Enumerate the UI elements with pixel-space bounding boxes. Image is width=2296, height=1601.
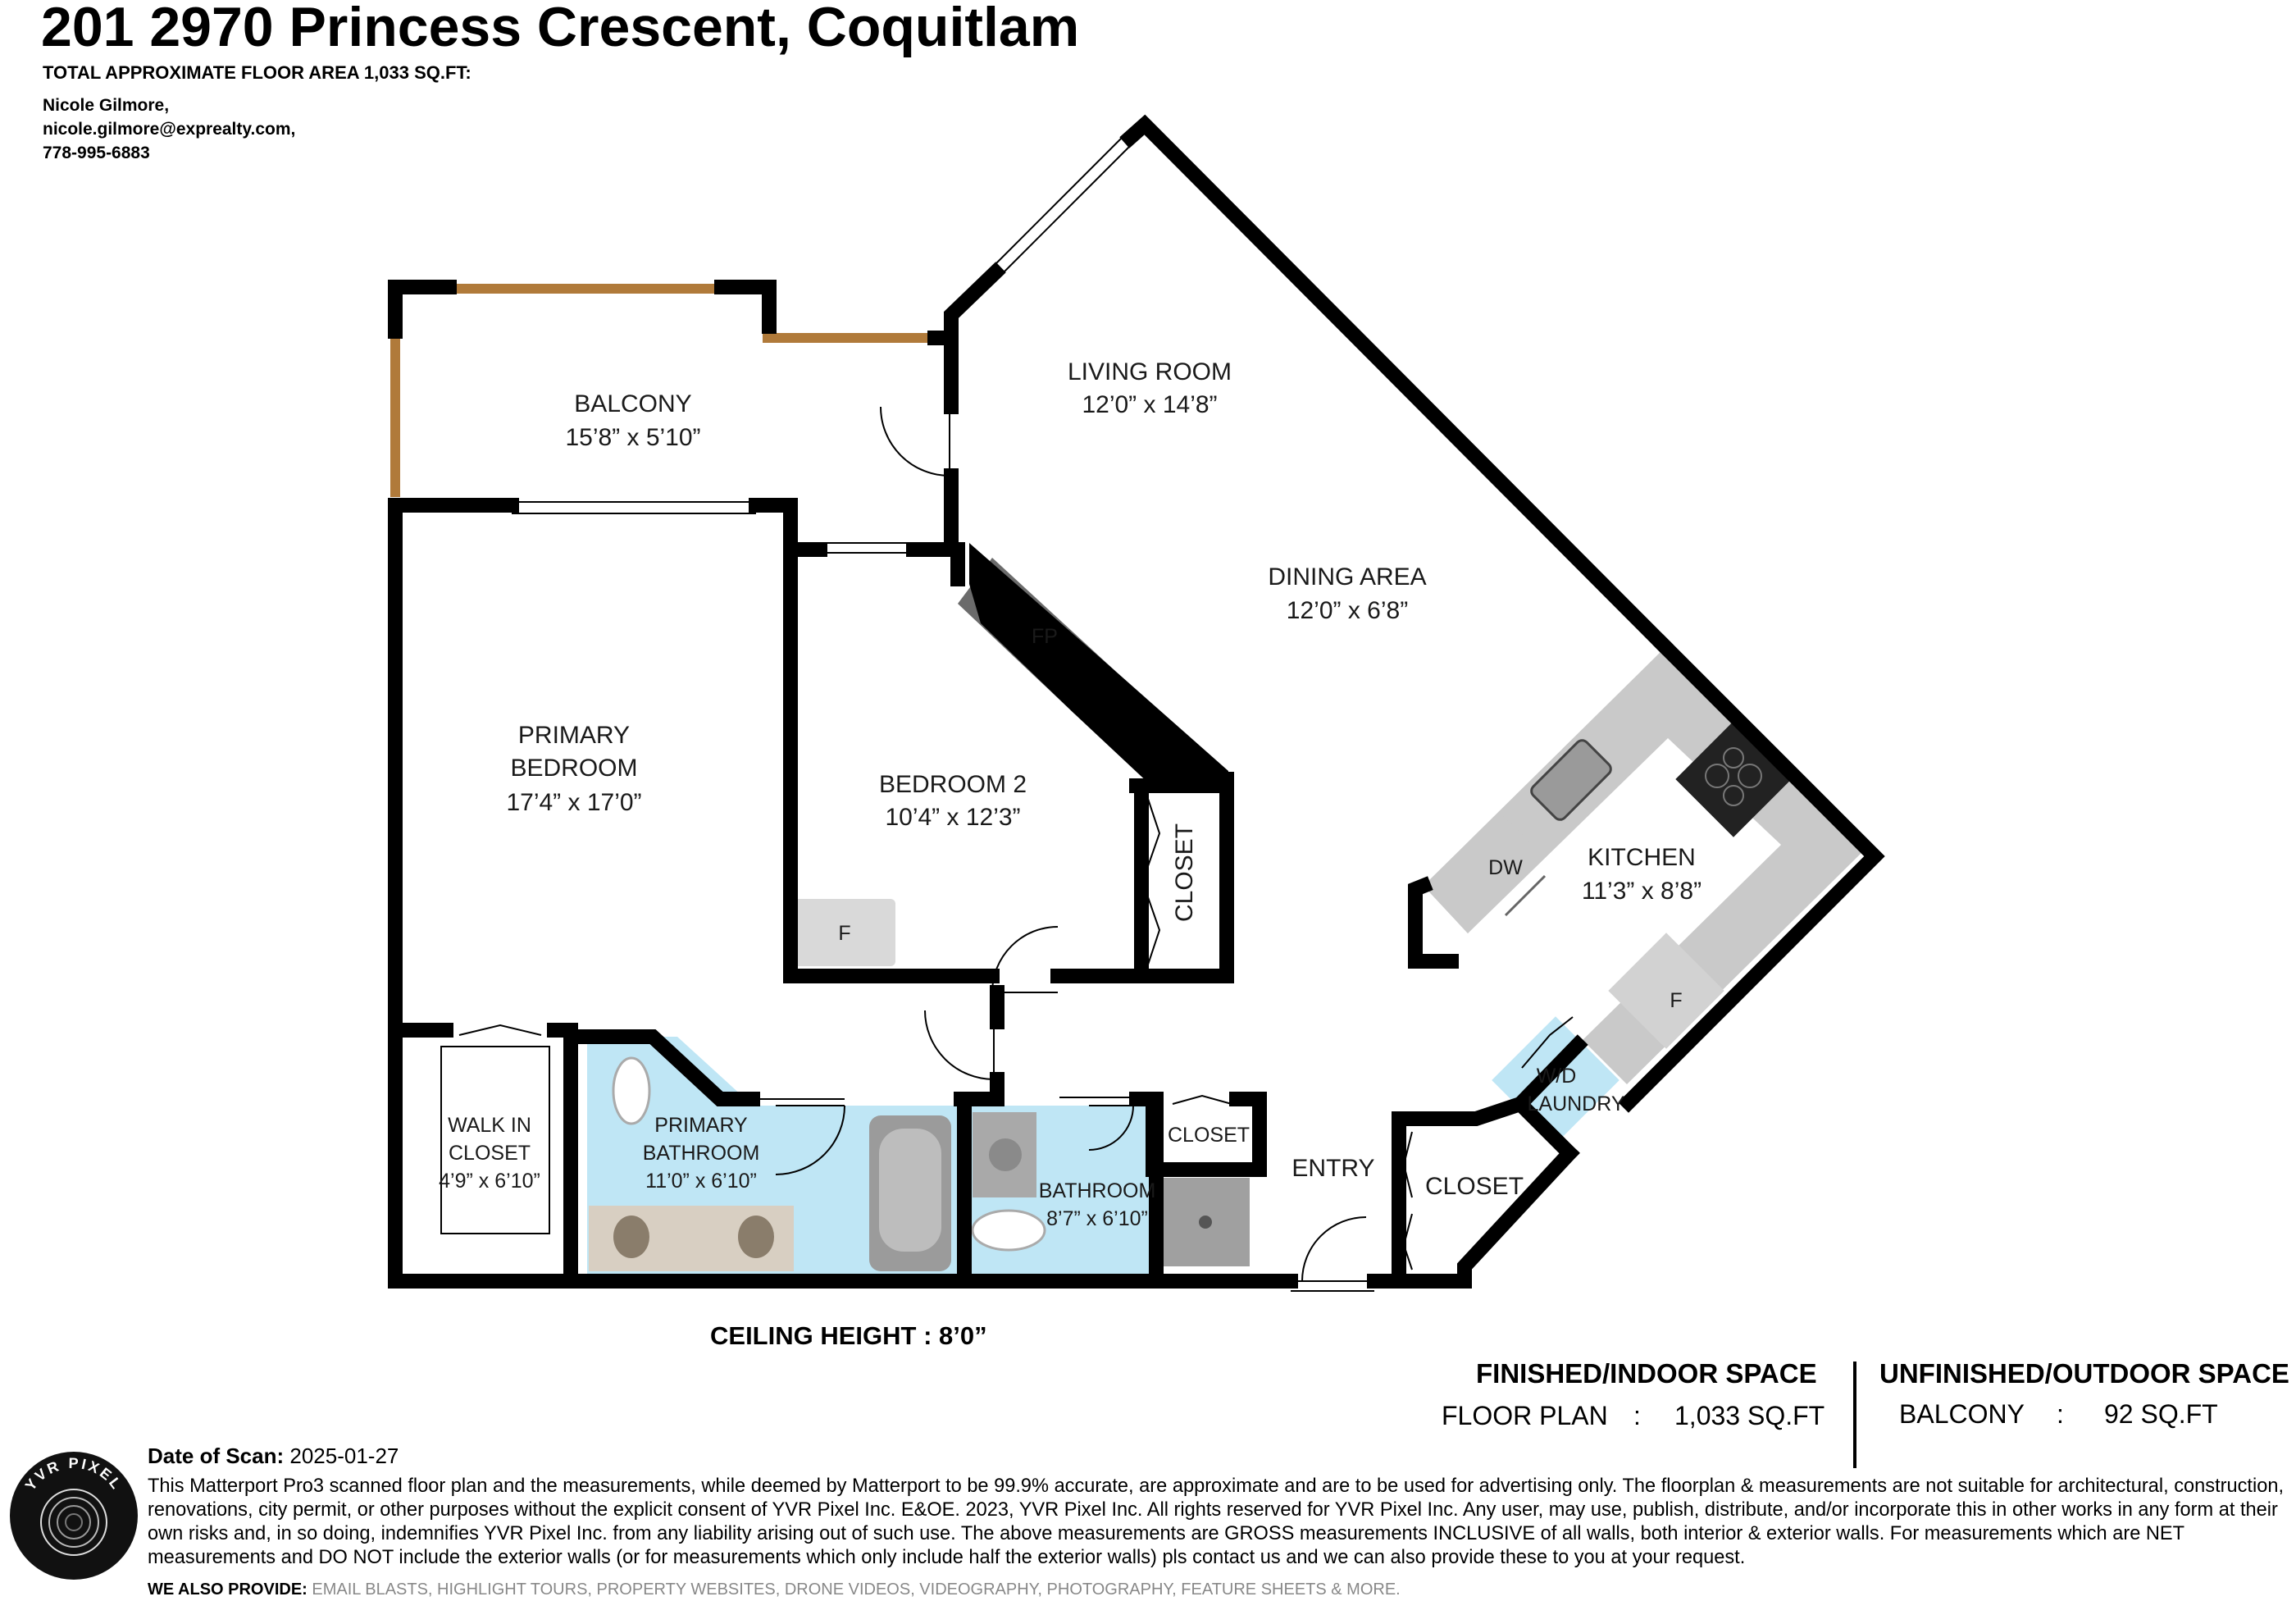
- unfinished-balcony-label: BALCONY: [1899, 1399, 2025, 1429]
- bifold-doors: [458, 798, 1574, 1270]
- primary-bedroom-label: PRIMARY: [518, 722, 630, 749]
- primary-bathroom-dims: 11’0” x 6’10”: [645, 1170, 757, 1193]
- finished-space-heading: FINISHED/INDOOR SPACE: [1476, 1358, 1817, 1389]
- sink-icon: [1530, 739, 1612, 821]
- fireplace-label: FP: [1032, 625, 1058, 648]
- bath-closet-label: CLOSET: [1168, 1124, 1250, 1147]
- services-line: WE ALSO PROVIDE: EMAIL BLASTS, HIGHLIGHT…: [148, 1580, 1401, 1599]
- walk-in-closet-label: WALK IN: [448, 1114, 531, 1137]
- burner-icon: [1723, 785, 1744, 806]
- agent-email[interactable]: nicole.gilmore@exprealty.com,: [43, 120, 296, 139]
- walk-in-closet-label-2: CLOSET: [449, 1142, 531, 1165]
- kitchen-fridge-label: F: [1670, 989, 1682, 1012]
- burner-icon: [1723, 747, 1744, 769]
- bedroom2-fridge-label: F: [838, 922, 850, 945]
- bedroom2-fridge: [792, 899, 895, 966]
- unfinished-space-heading: UNFINISHED/OUTDOOR SPACE: [1879, 1358, 2289, 1389]
- finished-floor-plan-value: 1,033 SQ.FT: [1674, 1401, 1825, 1430]
- door-swings: [775, 406, 1367, 1282]
- services-value: EMAIL BLASTS, HIGHLIGHT TOURS, PROPERTY …: [312, 1580, 1401, 1599]
- dining-area-label: DINING AREA: [1268, 563, 1426, 591]
- living-room-label: LIVING ROOM: [1068, 358, 1232, 385]
- kitchen-counter-sink: [1424, 812, 1542, 933]
- shower-drain-icon: [1199, 1216, 1212, 1229]
- chimney-wall: [969, 543, 1228, 786]
- agent-phone[interactable]: 778-995-6883: [43, 144, 150, 162]
- sink-icon: [989, 1138, 1022, 1171]
- primary-bedroom-label-2: BEDROOM: [510, 755, 637, 782]
- laundry-label-2: LAUNDRY: [1527, 1092, 1624, 1115]
- agent-name: Nicole Gilmore,: [43, 96, 170, 115]
- primary-bathroom-label-2: BATHROOM: [643, 1142, 760, 1165]
- entry-closet-label: CLOSET: [1425, 1173, 1524, 1200]
- balcony-railing: [390, 284, 935, 497]
- sink-icon: [613, 1216, 649, 1258]
- living-room-dims: 12’0” x 14’8”: [1082, 391, 1217, 418]
- disclaimer: This Matterport Pro3 scanned floor plan …: [148, 1476, 2285, 1568]
- burner-icon: [1705, 764, 1729, 788]
- bedroom2-closet-label: CLOSET: [1171, 823, 1198, 922]
- page-title: 201 2970 Princess Crescent, Coquitlam: [41, 0, 1080, 58]
- toilet-icon: [971, 1209, 1046, 1252]
- dishwasher-label: DW: [1488, 856, 1523, 879]
- walls: [388, 114, 1885, 1289]
- bathtub-basin: [879, 1129, 941, 1252]
- yvr-pixel-logo: YVR PIXEL: [10, 1452, 138, 1580]
- laundry-label: W/D: [1537, 1065, 1577, 1088]
- dishwasher-handle: [1504, 874, 1547, 917]
- primary-bedroom-dims: 17’4” x 17’0”: [506, 789, 641, 816]
- sink-icon: [738, 1216, 774, 1258]
- finished-floor-plan-label: FLOOR PLAN: [1442, 1401, 1608, 1430]
- ceiling-height: CEILING HEIGHT : 8’0”: [710, 1321, 987, 1350]
- dining-area-dims: 12’0” x 6’8”: [1287, 597, 1408, 624]
- scan-date-label: Date of Scan:: [148, 1444, 285, 1468]
- kitchen-label: KITCHEN: [1588, 844, 1696, 871]
- unfinished-balcony-value: 92 SQ.FT: [2104, 1399, 2218, 1429]
- scan-date: Date of Scan: 2025-01-27: [148, 1444, 399, 1469]
- bathroom-label: BATHROOM: [1039, 1179, 1156, 1202]
- kitchen-fridge: [1608, 933, 1724, 1049]
- scan-date-value: 2025-01-27: [289, 1444, 399, 1468]
- space-divider: [1853, 1362, 1856, 1468]
- agent-contact: Nicole Gilmore, nicole.gilmore@exprealty…: [43, 94, 295, 165]
- windows: [512, 137, 1374, 1292]
- primary-bathroom-label: PRIMARY: [654, 1114, 748, 1137]
- unfinished-separator: :: [2057, 1399, 2064, 1429]
- kitchen-dims: 11’3” x 8’8”: [1582, 878, 1702, 905]
- closet-shelf: [440, 1046, 550, 1234]
- burner-icon: [1738, 764, 1762, 788]
- walk-in-closet-dims: 4’9” x 6’10”: [439, 1170, 540, 1193]
- bedroom2-label: BEDROOM 2: [879, 771, 1027, 798]
- floor-area-subtitle: TOTAL APPROXIMATE FLOOR AREA 1,033 SQ.FT…: [43, 62, 472, 83]
- services-label: WE ALSO PROVIDE:: [148, 1580, 308, 1599]
- balcony-label: BALCONY: [574, 390, 691, 417]
- balcony-dims: 15’8” x 5’10”: [565, 424, 700, 451]
- toilet-icon: [612, 1056, 651, 1125]
- finished-separator: :: [1633, 1401, 1641, 1430]
- bedroom2-dims: 10’4” x 12’3”: [885, 804, 1020, 831]
- bathroom-dims: 8’7” x 6’10”: [1046, 1207, 1148, 1230]
- entry-label: ENTRY: [1292, 1155, 1374, 1182]
